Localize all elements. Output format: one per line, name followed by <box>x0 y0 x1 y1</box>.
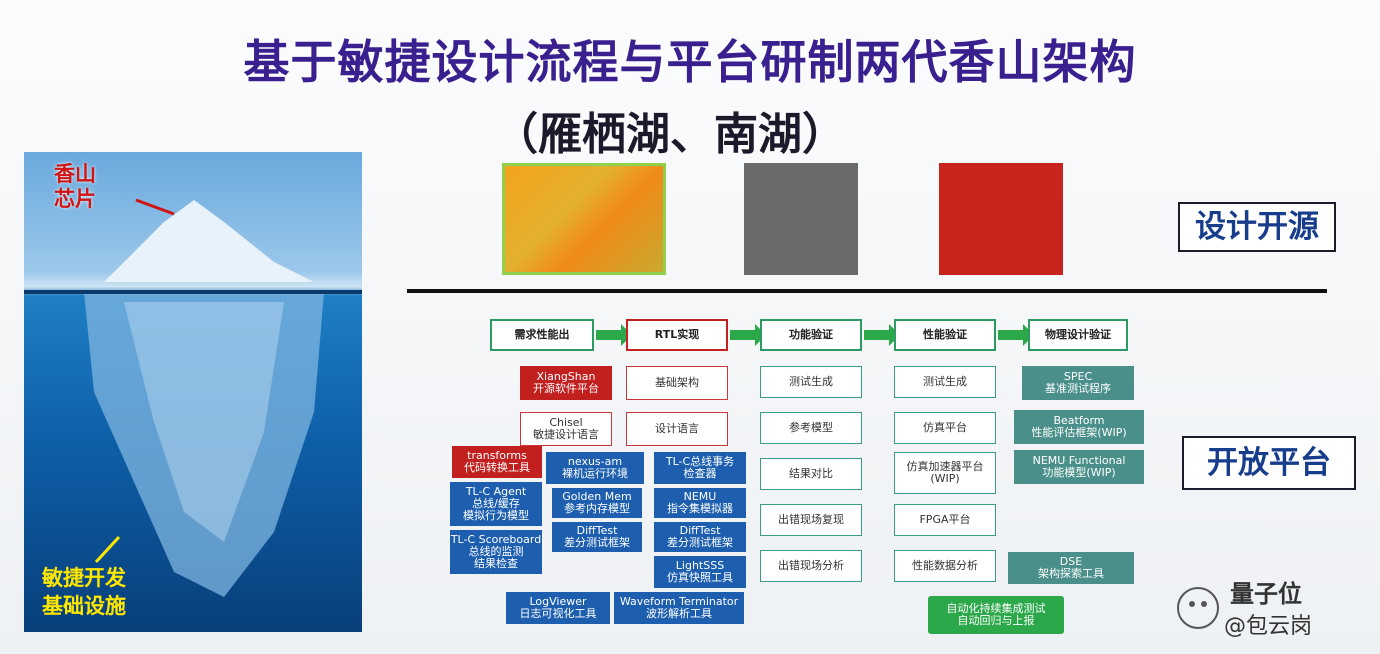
func-item-4: 出错现场分析 <box>760 550 862 582</box>
iceberg-bottom-label-line2: 基础设施 <box>42 594 126 618</box>
iceberg-tip <box>104 200 314 282</box>
blue-right-0: TL-C总线事务 检查器 <box>654 452 746 484</box>
func-item-1: 参考模型 <box>760 412 862 444</box>
ci-box: 自动化持续集成测试 自动回归与上报 <box>928 596 1064 634</box>
packaged-chip-image <box>744 163 858 275</box>
iceberg-drawing <box>24 198 362 597</box>
blue-right-2: DiffTest 差分测试框架 <box>654 522 746 552</box>
perf-item-4: 性能数据分析 <box>894 550 996 582</box>
stage-arrow-3 <box>998 324 1034 346</box>
stage-arrow-1 <box>730 324 766 346</box>
blue-bottom-1: Waveform Terminator 波形解析工具 <box>614 592 744 624</box>
slide-title: 基于敏捷设计流程与平台研制两代香山架构 <box>243 35 1137 89</box>
watermark-logo-icon <box>1177 587 1219 629</box>
board-image <box>939 163 1063 275</box>
stage-1: RTL实现 <box>626 319 728 351</box>
blue-mid-1: Golden Mem 参考内存模型 <box>552 488 642 518</box>
blue-bottom-0: LogViewer 日志可视化工具 <box>506 592 610 624</box>
iceberg-image: 香山 芯片 敏捷开发 基础设施 <box>24 152 362 632</box>
iceberg-bottom-label-line1: 敏捷开发 <box>42 566 126 590</box>
blue-left-0: TL-C Agent 总线/缓存 模拟行为模型 <box>450 482 542 526</box>
iceberg-top-label-line1: 香山 <box>54 162 96 186</box>
iceberg-top-label-line2: 芯片 <box>54 187 96 211</box>
watermark: 量子位 @包云岗 <box>1172 574 1372 640</box>
iceberg-bottom-label: 敏捷开发 基础设施 <box>42 564 126 620</box>
stage-4: 物理设计验证 <box>1028 319 1128 351</box>
divider <box>407 289 1327 293</box>
blue-left-1: TL-C Scoreboard 总线的监测 结果检查 <box>450 530 542 574</box>
stage-2: 功能验证 <box>760 319 862 351</box>
red-item-1: Chisel 敏捷设计语言 <box>520 412 612 446</box>
watermark-line1: 量子位 <box>1230 580 1302 608</box>
watermark-line2: @包云岗 <box>1224 614 1313 639</box>
slide-subtitle: （雁栖湖、南湖） <box>494 109 846 160</box>
perf-item-3: FPGA平台 <box>894 504 996 536</box>
rtl-item-0: 基础架构 <box>626 366 728 400</box>
func-item-3: 出错现场复现 <box>760 504 862 536</box>
iceberg-underwater-highlight <box>124 302 284 542</box>
chip-arrow <box>135 198 175 216</box>
stage-arrow-2 <box>864 324 900 346</box>
teal-item-3: DSE 架构探索工具 <box>1008 552 1134 584</box>
teal-item-1: Beatform 性能评估框架(WIP) <box>1014 410 1144 444</box>
chip-layout-image <box>502 163 666 275</box>
blue-right-1: NEMU 指令集模拟器 <box>654 488 746 518</box>
infra-arrow <box>94 535 121 564</box>
blue-right-3: LightSSS 仿真快照工具 <box>654 556 746 588</box>
red-item-2: transforms 代码转换工具 <box>452 446 542 478</box>
rtl-item-1: 设计语言 <box>626 412 728 446</box>
perf-item-0: 测试生成 <box>894 366 996 398</box>
open-platform-callout: 开放平台 <box>1182 436 1356 490</box>
teal-item-0: SPEC 基准测试程序 <box>1022 366 1134 400</box>
stage-arrow-0 <box>596 324 632 346</box>
perf-item-2: 仿真加速器平台 (WIP) <box>894 452 996 494</box>
stage-3: 性能验证 <box>894 319 996 351</box>
func-item-2: 结果对比 <box>760 458 862 490</box>
blue-mid-2: DiffTest 差分测试框架 <box>552 522 642 552</box>
func-item-0: 测试生成 <box>760 366 862 398</box>
perf-item-1: 仿真平台 <box>894 412 996 444</box>
red-item-0: XiangShan 开源软件平台 <box>520 366 612 400</box>
iceberg-top-label: 香山 芯片 <box>54 162 96 212</box>
stage-0: 需求性能出 <box>490 319 594 351</box>
open-design-callout: 设计开源 <box>1178 202 1336 252</box>
blue-mid-0: nexus-am 裸机运行环境 <box>546 452 644 484</box>
teal-item-2: NEMU Functional 功能模型(WIP) <box>1014 450 1144 484</box>
